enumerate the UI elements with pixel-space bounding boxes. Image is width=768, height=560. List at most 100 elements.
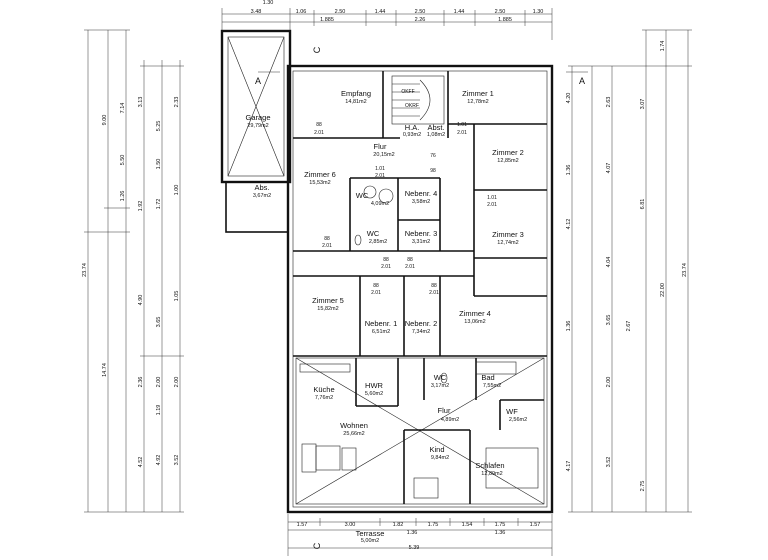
right-dimension-lines: 23.74 22.00 1.74 3.07 6.81 2.75 4.20 1.3… [566, 29, 692, 513]
room-empfang-name: Empfang [341, 89, 371, 98]
room-schlafen-area: 12,89m2 [481, 471, 502, 477]
door-label-17: 88 [373, 283, 379, 289]
room-hwr-area: 5,60m2 [365, 391, 383, 397]
door-label-5: 76 [430, 153, 436, 159]
top-dim-1: 1.30 [263, 0, 274, 6]
left-dim-m5: 4.90 [138, 295, 144, 306]
door-label-20: 2.01 [429, 290, 439, 296]
room-wc2-name: WC [367, 229, 380, 238]
abstell-outside: Abs. 3,67m2 [225, 181, 289, 233]
top-dim-4: 2.50 [335, 9, 346, 15]
room-wohnen-name: Wohnen [340, 421, 368, 430]
top-dim-11: 2.26 [415, 17, 426, 23]
left-dim-total: 23.74 [82, 263, 88, 277]
room-zimmer4-name: Zimmer 4 [459, 309, 491, 318]
section-markers: A A C C [255, 46, 588, 549]
door-label-11: 88 [383, 257, 389, 263]
right-dim-n3: 4.04 [606, 257, 612, 268]
section-marker-a-left: A [255, 76, 261, 86]
left-dim-n3: 1.05 [174, 291, 180, 302]
left-dim-i4: 3.65 [156, 317, 162, 328]
room-nebenr3-name: Nebenr. 3 [405, 229, 438, 238]
top-dim-8: 2.50 [495, 9, 506, 15]
room-ha-area: 0,93m2 [403, 132, 421, 138]
room-wc3-name: WC [434, 373, 447, 382]
door-label-16: 2.01 [487, 202, 497, 208]
top-dim-2: 3.48 [251, 9, 262, 15]
room-wc1-name: WC [356, 191, 369, 200]
left-dim-m3: 1.26 [120, 191, 126, 202]
right-dim-n1: 2.63 [606, 97, 612, 108]
right-dim-i3: 4.12 [566, 219, 572, 230]
door-label-4: 2.01 [457, 130, 467, 136]
left-dim-n2: 1.00 [174, 185, 180, 196]
left-dim-i5: 2.00 [156, 377, 162, 388]
door-label-13: 88 [407, 257, 413, 263]
right-dim-top: 1.74 [660, 41, 666, 52]
room-nebenr3-area: 3,31m2 [412, 239, 430, 245]
interior-walls-upper [293, 71, 547, 357]
stair-okrf: OKRF [405, 103, 419, 109]
room-nebenr4-area: 3,58m2 [412, 199, 430, 205]
right-dim-total: 23.74 [682, 263, 688, 277]
room-kind-area: 9,84m2 [431, 455, 449, 461]
room-zimmer3-name: Zimmer 3 [492, 230, 524, 239]
room-kind-name: Kind [429, 445, 444, 454]
section-marker-c-top: C [312, 46, 322, 53]
right-dim-i5: 1.36 [566, 321, 572, 332]
room-flur2-name: Flur [438, 406, 451, 415]
bottom-dim-4: 1.75 [428, 522, 439, 528]
door-label-18: 2.01 [371, 290, 381, 296]
door-label-8: 2.01 [375, 173, 385, 179]
room-abst-name: Abst. [427, 123, 444, 132]
left-dim-n5: 3.52 [174, 455, 180, 466]
room-wf-name: WF [506, 407, 518, 416]
bottom-dimension-lines: 1.57 3.00 1.82 1.75 1.54 1.75 1.57 1.36 … [287, 514, 553, 556]
room-zimmer2-area: 12,85m2 [497, 158, 518, 164]
door-label-12: 2.01 [381, 264, 391, 270]
right-dim-n7: 3.52 [606, 457, 612, 468]
bottom-dim-5: 1.54 [462, 522, 473, 528]
bottom-dim-1: 1.57 [297, 522, 308, 528]
room-flur-name: Flur [374, 142, 387, 151]
room-nebenr4-name: Nebenr. 4 [405, 189, 438, 198]
door-label-3: 1.01 [457, 122, 467, 128]
door-label-9: 88 [324, 236, 330, 242]
lower-unit [295, 357, 545, 505]
room-zimmer4-area: 13,06m2 [464, 319, 485, 325]
room-zimmer6-area: 15,53m2 [309, 180, 330, 186]
garage: Garage 29,79m2 [220, 29, 292, 184]
top-dim-7: 1.44 [454, 9, 465, 15]
room-labels: Empfang 14,81m2 Zimmer 1 12,78m2 Zimmer … [304, 89, 527, 544]
room-kueche-name: Küche [313, 385, 334, 394]
right-dim-n6: 2.00 [606, 377, 612, 388]
room-zimmer1-area: 12,78m2 [467, 99, 488, 105]
room-nebenr2-name: Nebenr. 2 [405, 319, 438, 328]
bottom-dim-7: 1.57 [530, 522, 541, 528]
left-dim-m2: 3.13 [138, 97, 144, 108]
door-label-10: 2.01 [322, 243, 332, 249]
right-dim-n4: 3.65 [606, 315, 612, 326]
room-nebenr1-name: Nebenr. 1 [365, 319, 398, 328]
left-dim-i1: 5.25 [156, 121, 162, 132]
top-dim-9: 1.30 [533, 9, 544, 15]
bottom-dim-6: 1.75 [495, 522, 506, 528]
left-dim-m6: 2.36 [138, 377, 144, 388]
left-dim-i6: 1.19 [156, 405, 162, 416]
stair-okff: OKFF [401, 89, 414, 95]
room-wohnen-area: 25,66m2 [343, 431, 364, 437]
bottom-dim-10: 5.39 [409, 545, 420, 551]
room-terrasse-name: Terrasse [356, 529, 385, 538]
left-dim-lower: 14.74 [102, 363, 108, 377]
room-nebenr2-area: 7,34m2 [412, 329, 430, 335]
door-label-1: 88 [316, 122, 322, 128]
door-label-15: 1.01 [487, 195, 497, 201]
room-wc1-area: 4,09m2 [371, 201, 389, 207]
left-dim-m4: 1.92 [138, 201, 144, 212]
room-wf-area: 2,56m2 [509, 417, 527, 423]
room-wc3-area: 3,17m2 [431, 383, 449, 389]
room-kueche-area: 7,76m2 [315, 395, 333, 401]
right-dim-n5: 2.67 [626, 321, 632, 332]
room-ha-name: H.A. [405, 123, 420, 132]
staircase: OKFF OKRF [391, 75, 445, 125]
